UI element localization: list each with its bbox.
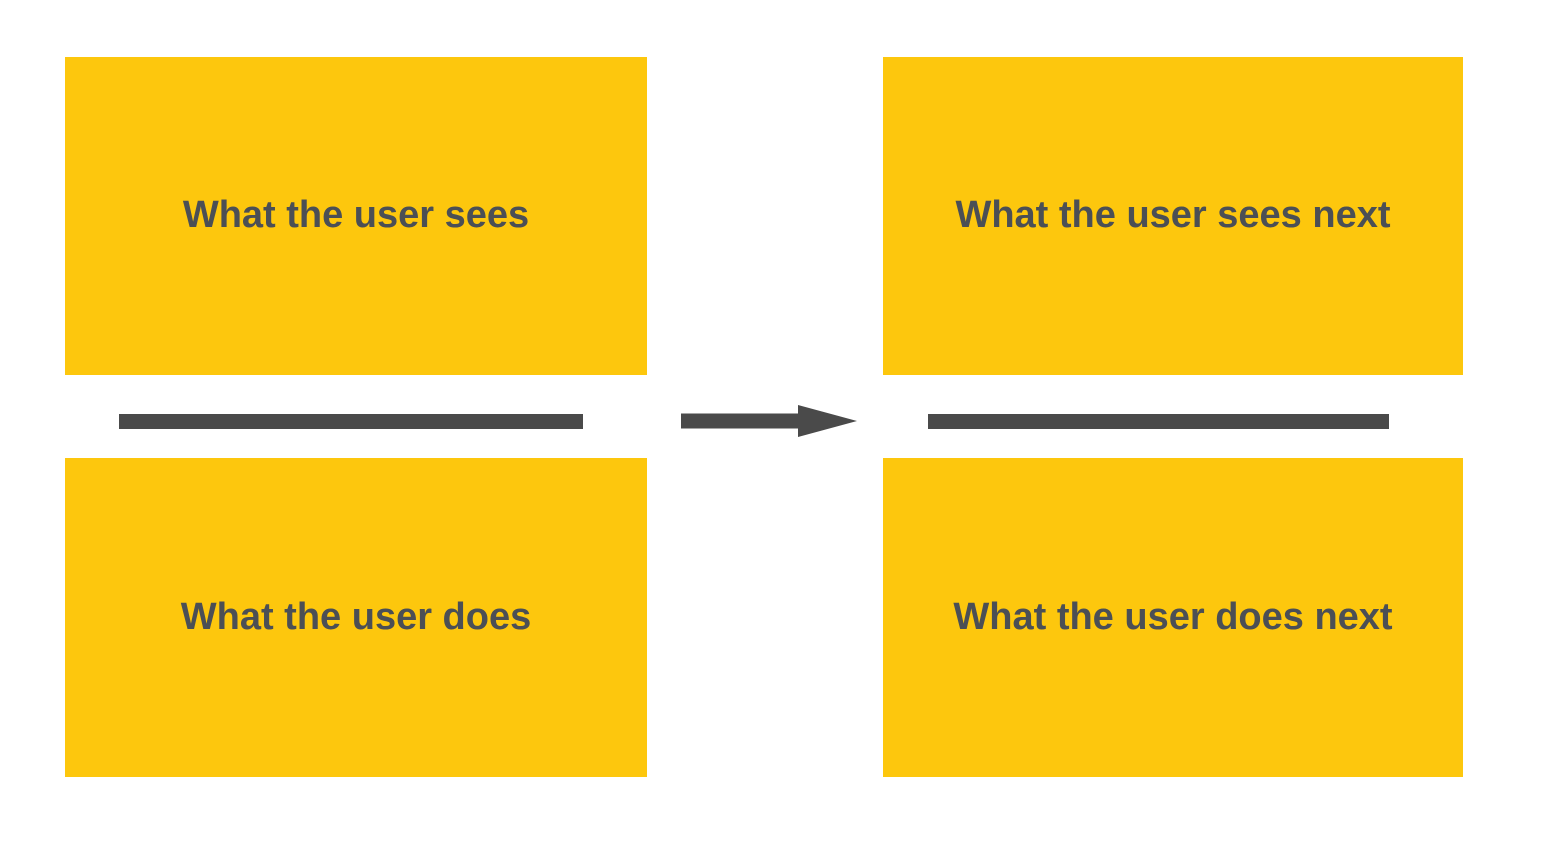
action-box-step-1: What the user does xyxy=(65,458,647,777)
screen-box-step-2-label: What the user sees next xyxy=(955,194,1391,237)
screen-action-divider-step-2 xyxy=(928,414,1389,429)
screen-box-step-1: What the user sees xyxy=(65,57,647,375)
action-box-step-1-label: What the user does xyxy=(180,595,532,638)
action-box-step-2-label: What the user does next xyxy=(953,595,1393,638)
screen-action-divider-step-1 xyxy=(119,414,583,429)
screen-box-step-1-label: What the user sees xyxy=(182,194,530,237)
screen-box-step-2: What the user sees next xyxy=(883,57,1463,375)
arrow-right-icon xyxy=(681,405,857,437)
action-box-step-2: What the user does next xyxy=(883,458,1463,777)
